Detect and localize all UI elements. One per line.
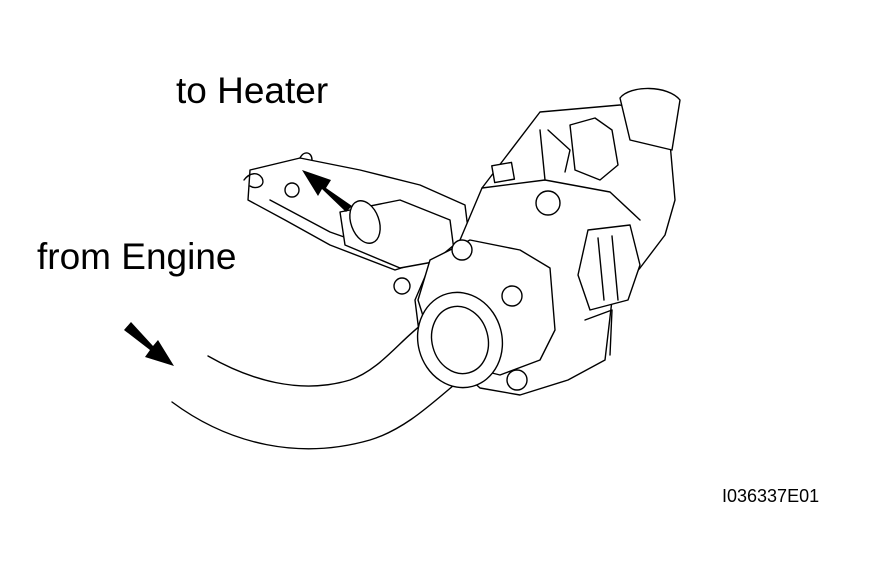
- figure-code: I036337E01: [722, 486, 820, 506]
- arrow-up-left-icon: [302, 170, 352, 212]
- outlet-bracket: [243, 152, 471, 271]
- arrow-down-right-icon: [124, 322, 174, 366]
- inlet-flange: [393, 239, 556, 391]
- from-engine-label: from Engine: [37, 236, 237, 277]
- to-heater-label: to Heater: [176, 70, 329, 111]
- inlet-hose: [171, 321, 471, 450]
